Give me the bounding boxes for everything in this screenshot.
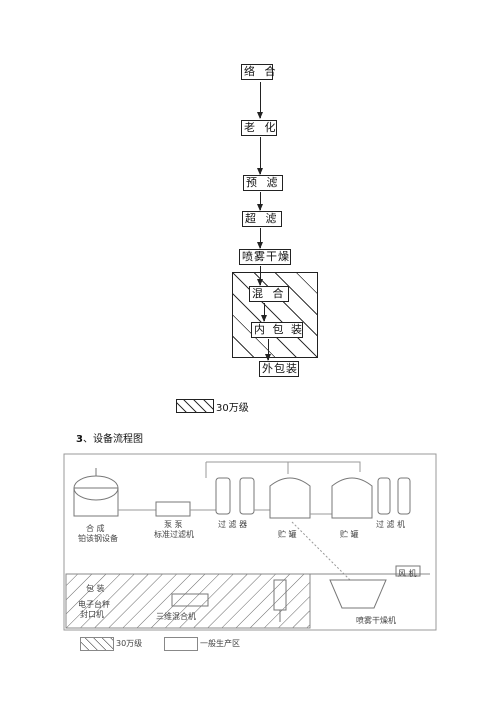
- flow-arrow: [257, 228, 263, 249]
- ultrafilter-cartridge: [377, 477, 391, 515]
- flow-arrow: [257, 266, 263, 286]
- pump-unit: [155, 501, 191, 517]
- flow-arrow: [257, 82, 263, 119]
- process-pipe: [206, 461, 361, 472]
- step-spray-dry: 喷雾干燥: [239, 249, 291, 265]
- legend-hatch-swatch: [176, 399, 214, 413]
- label-scale: 电子台秤: [78, 600, 110, 609]
- label-tank-2: 贮 罐: [340, 530, 359, 539]
- label-ultrafilter: 过 滤 机: [376, 520, 406, 529]
- prefilter-cartridge: [239, 477, 255, 515]
- step-outer-packing: 外包装: [259, 361, 299, 377]
- legend-plain-swatch: [164, 637, 198, 651]
- equipment-drawing: [63, 453, 437, 631]
- label-fan: 风 机: [398, 569, 417, 578]
- storage-tank: [331, 477, 373, 519]
- label-mixer: 三维混合机: [156, 612, 196, 621]
- step-mixing: 混 合: [249, 286, 289, 302]
- storage-tank: [269, 477, 311, 519]
- legend-hatched-label: 30万级: [116, 639, 143, 648]
- label-reactor-sub: 铂该钢设备: [78, 534, 118, 543]
- clean-zone-hatched-area: [232, 272, 318, 358]
- label-tank-1: 贮 罐: [278, 530, 297, 539]
- step-ultrafilter: 超 滤: [242, 211, 282, 227]
- ultrafilter-cartridge: [397, 477, 411, 515]
- step-inner-packing: 内 包 装: [251, 322, 303, 338]
- step-aging: 老 化: [241, 120, 277, 136]
- fan-unit: [395, 565, 421, 577]
- flow-arrow: [257, 137, 263, 175]
- flow-arrow: [257, 192, 263, 211]
- flow-arrow: [265, 339, 271, 361]
- legend-label: 30万级: [216, 403, 249, 414]
- production-area-frame: [63, 453, 437, 631]
- label-packer: 包 装: [86, 584, 105, 593]
- label-pump-sub: 标准过滤机: [154, 530, 194, 539]
- label-dryer: 喷雾干燥机: [356, 616, 396, 625]
- step-complexation: 络 合: [241, 64, 276, 80]
- clean-area-hatched: [65, 573, 311, 629]
- section-number: 3: [76, 434, 83, 445]
- label-pump: 泵 泵: [164, 520, 183, 529]
- label-sealer: 封口机: [80, 610, 104, 619]
- prefilter-cartridge: [215, 477, 231, 515]
- flow-arrow: [261, 303, 267, 322]
- section-title: 、设备流程图: [82, 434, 143, 445]
- section-heading: 3、设备流程图: [76, 430, 143, 445]
- legend-hatched-swatch: [80, 637, 114, 651]
- spray-dryer: [329, 579, 387, 609]
- legend-plain-label: 一般生产区: [200, 639, 240, 648]
- label-prefilter: 过 滤 器: [218, 520, 248, 529]
- label-reactor: 合 成: [86, 524, 105, 533]
- mixer-unit: [171, 593, 209, 607]
- step-prefilter: 预 滤: [243, 175, 283, 191]
